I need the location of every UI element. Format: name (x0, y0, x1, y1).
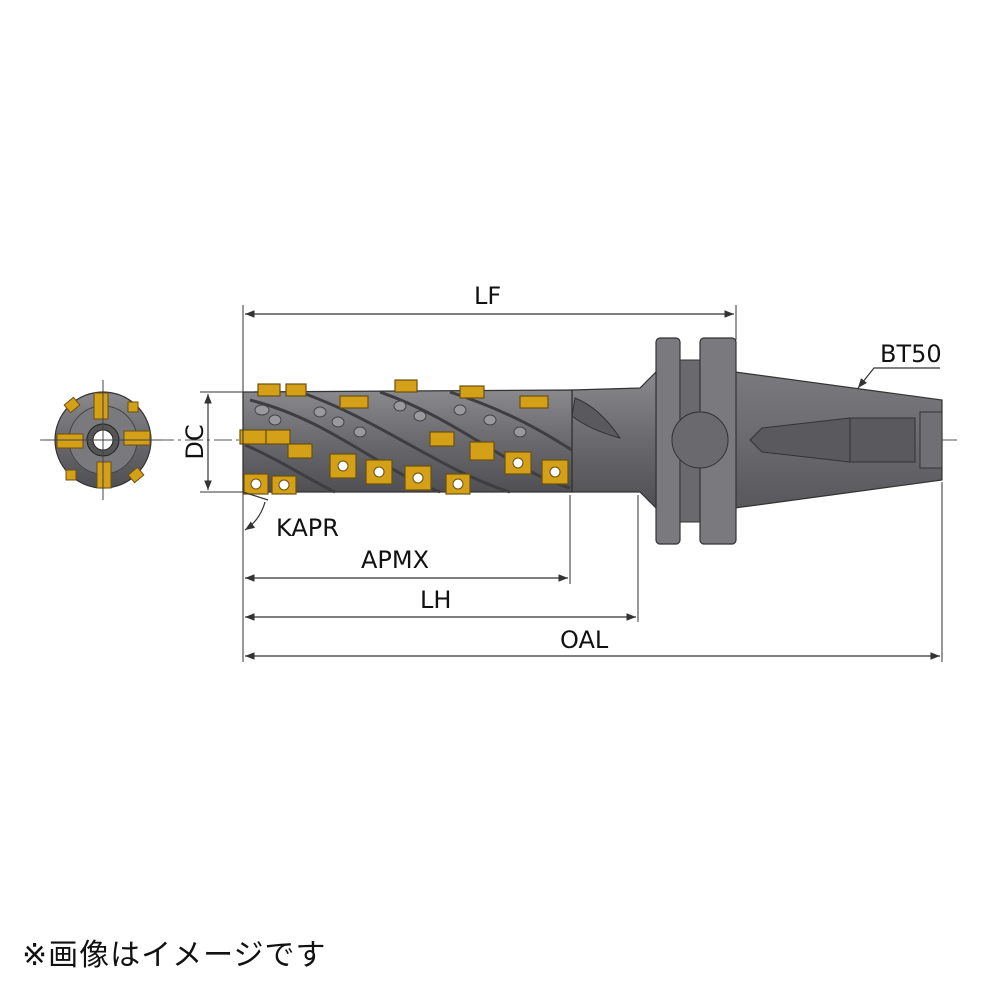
inserts (239, 379, 569, 495)
insert (257, 383, 281, 397)
bt50-taper (734, 371, 943, 509)
end-view (45, 380, 162, 500)
insert (339, 395, 369, 409)
neck (571, 370, 657, 510)
insert (469, 441, 495, 461)
end-insert-right (123, 430, 151, 446)
lf-label: LF (474, 282, 501, 310)
kapr-arc (244, 501, 266, 531)
insert (239, 429, 267, 445)
bt50-leader (857, 367, 940, 389)
insert (519, 395, 549, 409)
lh-label: LH (420, 586, 451, 614)
insert (429, 431, 455, 447)
insert (285, 383, 307, 397)
end-insert-left (56, 433, 84, 449)
dc-label: DC (181, 424, 209, 459)
apmx-label: APMX (361, 546, 429, 574)
end-insert-bottom (96, 461, 112, 489)
bt50-label: BT50 (880, 340, 942, 368)
flange (655, 337, 737, 545)
cutter-body (242, 389, 573, 494)
end-insert-top (93, 392, 109, 420)
image-note: ※画像はイメージです (22, 938, 327, 973)
insert (287, 443, 313, 459)
oal-label: OAL (560, 626, 609, 654)
kapr-label: KAPR (276, 514, 339, 542)
extension-lines (200, 305, 943, 662)
insert (265, 429, 291, 445)
dimension-lines (204, 310, 940, 660)
insert (459, 385, 485, 399)
insert (394, 379, 418, 393)
